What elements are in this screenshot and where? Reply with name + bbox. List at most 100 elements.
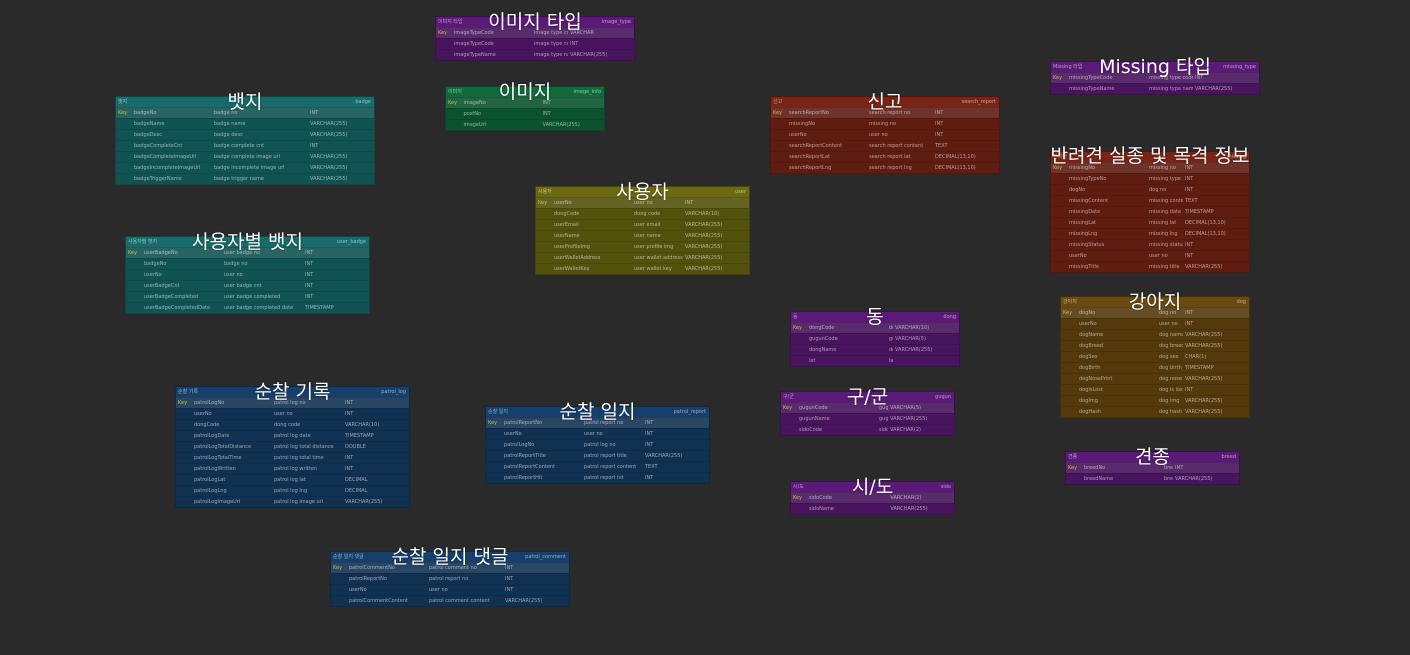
entity-breed[interactable]: 견종breed견종KeybreedNobreed noINTbreedNameb… xyxy=(1065,446,1240,485)
column-row[interactable]: latlat xyxy=(791,355,959,366)
entity-dong[interactable]: 동dong동KeydongCodedong codeVARCHAR(10)gug… xyxy=(790,306,960,367)
